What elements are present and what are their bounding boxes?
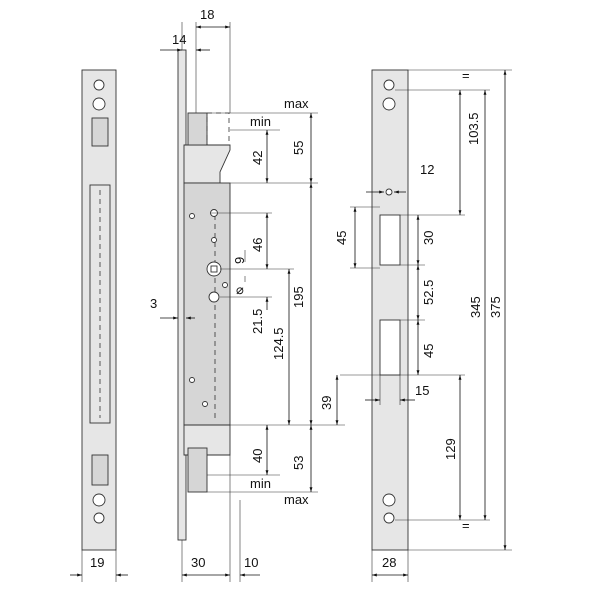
dim-345: 345: [468, 296, 483, 318]
dim-12: 12: [420, 162, 434, 177]
dim-195: 195: [291, 286, 306, 308]
dim-30: 30: [421, 231, 436, 245]
dim-10: 10: [244, 555, 258, 570]
label-min-top: min: [250, 114, 271, 129]
dim-124-5: 124.5: [271, 327, 286, 360]
dim-backset-30: 30: [191, 555, 205, 570]
dim-top-14: 14: [172, 32, 186, 47]
dim-375: 375: [488, 296, 503, 318]
dim-52-5: 52.5: [421, 280, 436, 305]
dim-top-18: 18: [200, 7, 214, 22]
dim-45-lower: 45: [421, 344, 436, 358]
dim-15: 15: [415, 383, 429, 398]
dim-129: 129: [443, 438, 458, 460]
right-faceplate: = = 12 103.5 45 30 52.5 45 15 129 345 37…: [334, 68, 512, 582]
dim-3: 3: [150, 296, 157, 311]
dim-left-width: 19: [90, 555, 104, 570]
label-equal-bottom: =: [462, 518, 470, 533]
dim-53: 53: [291, 456, 306, 470]
dim-55: 55: [291, 141, 306, 155]
dim-46: 46: [250, 238, 265, 252]
label-max-bottom: max: [284, 492, 309, 507]
dim-right-width: 28: [382, 555, 396, 570]
square-symbol: ⌀: [236, 282, 244, 297]
label-min-bottom: min: [250, 476, 271, 491]
label-equal-top: =: [462, 68, 470, 83]
label-max-top: max: [284, 96, 309, 111]
dim-45-upper: 45: [334, 231, 349, 245]
dim-42: 42: [250, 151, 265, 165]
dim-21-5: 21.5: [250, 309, 265, 334]
dim-40: 40: [250, 449, 265, 463]
dim-103-5: 103.5: [466, 112, 481, 145]
lock-body: 18 14 max min 42 55 46 9 ⌀ 21.5 124.5 19…: [150, 7, 345, 582]
left-strike-plate: 19: [70, 69, 128, 582]
dim-39: 39: [319, 396, 334, 410]
dim-9: 9: [232, 257, 247, 264]
